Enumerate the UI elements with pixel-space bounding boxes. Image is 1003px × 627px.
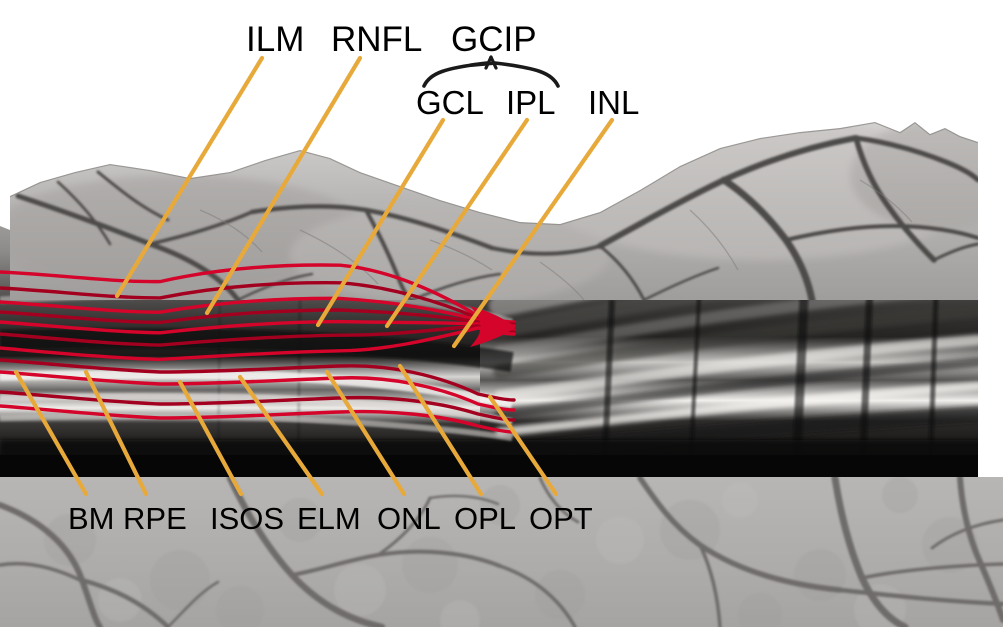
layer-label-gcip: GCIP xyxy=(451,20,537,59)
opt-leader xyxy=(487,394,559,497)
layer-label-onl: ONL xyxy=(377,501,441,536)
segmentation-lines xyxy=(0,263,516,434)
layer-label-rpe: RPE xyxy=(123,501,187,536)
layer-label-isos: ISOS xyxy=(210,501,285,536)
leader-lines xyxy=(13,55,615,497)
gcip-brace xyxy=(422,55,560,88)
rnfl-leader xyxy=(204,55,363,316)
layer-label-bm: BM xyxy=(68,501,115,536)
onl-leader xyxy=(324,369,407,497)
bm-leader xyxy=(13,369,89,497)
seg-isos xyxy=(0,370,516,412)
layer-label-inl: INL xyxy=(588,84,640,121)
gcl-leader xyxy=(315,117,446,328)
seg-onl xyxy=(0,326,516,362)
layer-label-opl: OPL xyxy=(454,501,517,536)
layer-label-elm: ELM xyxy=(297,501,361,536)
seg-rpe xyxy=(0,390,516,422)
layer-label-opt: OPT xyxy=(529,501,593,536)
ilm-leader xyxy=(114,55,265,299)
inl-leader xyxy=(451,117,615,349)
layer-label-gcl: GCL xyxy=(416,84,484,121)
seg-ipl xyxy=(0,308,516,330)
seg-rnfl xyxy=(0,281,516,326)
brace-apex-tick xyxy=(484,55,498,70)
layer-label-ilm: ILM xyxy=(246,20,305,59)
seg-gcl xyxy=(0,296,516,328)
seg-inl xyxy=(0,319,516,335)
seg-bm xyxy=(0,404,516,434)
rpe-leader xyxy=(83,369,149,497)
opl-leader xyxy=(397,363,484,497)
elm-leader xyxy=(237,374,325,497)
enface-bottom-plane xyxy=(0,477,1003,627)
seg-elm xyxy=(0,358,516,402)
layer-label-ipl: IPL xyxy=(506,84,556,121)
layer-label-rnfl: RNFL xyxy=(331,20,423,59)
seg-opl xyxy=(0,324,516,347)
segmentation-convergence-wedge xyxy=(470,306,516,347)
ipl-leader xyxy=(384,117,530,329)
isos-leader xyxy=(177,379,244,497)
